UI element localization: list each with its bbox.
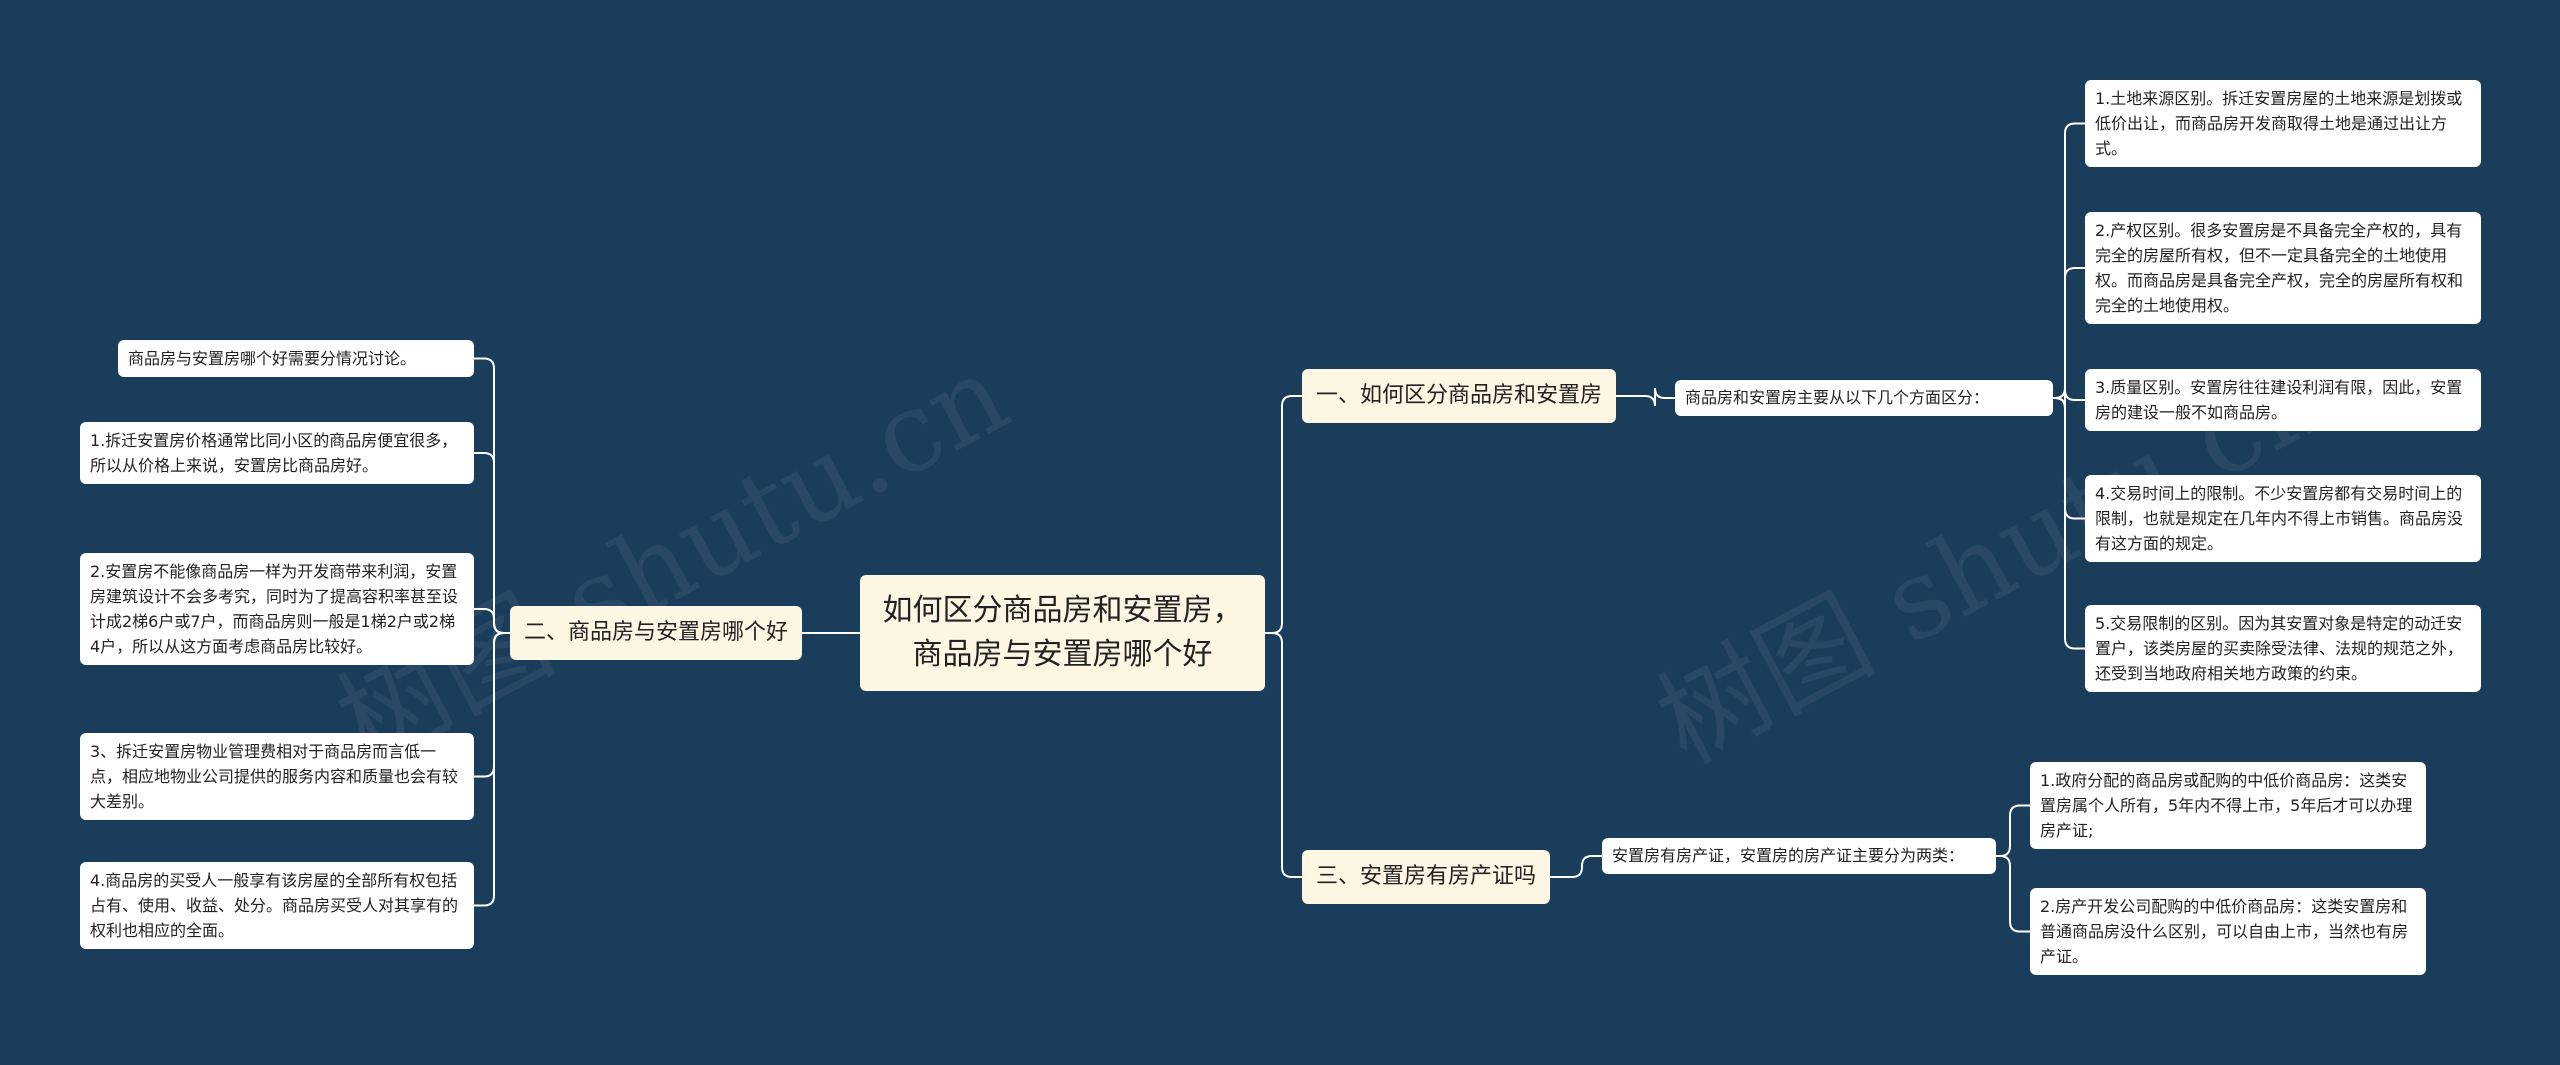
leaf-property-rights[interactable]: 2.产权区别。很多安置房是不具备完全产权的，具有完全的房屋所有权，但不一定具备完… bbox=[2085, 212, 2481, 324]
leaf-trading-time[interactable]: 4.交易时间上的限制。不少安置房都有交易时间上的限制，也就是规定在几年内不得上市… bbox=[2085, 475, 2481, 562]
connector-b2-leaves bbox=[474, 608, 510, 634]
leaf-depends[interactable]: 商品房与安置房哪个好需要分情况讨论。 bbox=[118, 340, 474, 377]
connector-central-right bbox=[1265, 395, 1302, 634]
branch-certificate-intro[interactable]: 安置房有房产证，安置房的房产证主要分为两类： bbox=[1602, 838, 1996, 874]
branch-which-better[interactable]: 二、商品房与安置房哪个好 bbox=[510, 606, 803, 660]
branch-certificate[interactable]: 三、安置房有房产证吗 bbox=[1302, 850, 1551, 904]
central-topic[interactable]: 如何区分商品房和安置房，商品房与安置房哪个好 bbox=[860, 575, 1265, 691]
leaf-ownership[interactable]: 4.商品房的买受人一般享有该房屋的全部所有权包括占有、使用、收益、处分。商品房买… bbox=[80, 862, 474, 949]
leaf-government-allocated[interactable]: 1.政府分配的商品房或配购的中低价商品房：这类安置房属个人所有，5年内不得上市，… bbox=[2030, 762, 2426, 849]
connector-central-right bbox=[1265, 632, 1302, 878]
connector-b3-leaves bbox=[1996, 804, 2030, 857]
connector-b1-leaves bbox=[2053, 267, 2085, 399]
leaf-land-source[interactable]: 1.土地来源区别。拆迁安置房屋的土地来源是划拨或低价出让，而商品房开发商取得土地… bbox=[2085, 80, 2481, 167]
leaf-quality[interactable]: 3.质量区别。安置房往往建设利润有限，因此，安置房的建设一般不如商品房。 bbox=[2085, 369, 2481, 431]
leaf-property-fee[interactable]: 3、拆迁安置房物业管理费相对于商品房而言低一点，相应地物业公司提供的服务内容和质… bbox=[80, 733, 474, 820]
connector-b2-leaves bbox=[474, 452, 510, 634]
branch-distinguish[interactable]: 一、如何区分商品房和安置房 bbox=[1302, 369, 1617, 423]
connector-b2-leaves bbox=[474, 632, 510, 778]
connector-b1-leaves bbox=[2053, 397, 2085, 650]
connector-b2-leaves bbox=[474, 357, 510, 634]
connector-b1-leaves bbox=[2053, 397, 2085, 520]
leaf-price[interactable]: 1.拆迁安置房价格通常比同小区的商品房便宜很多，所以从价格上来说，安置房比商品房… bbox=[80, 422, 474, 484]
leaf-design[interactable]: 2.安置房不能像商品房一样为开发商带来利润，安置房建筑设计不会多考究，同时为了提… bbox=[80, 553, 474, 665]
connector-b3-leaves bbox=[1996, 855, 2030, 933]
connector-b1-leaves bbox=[2053, 122, 2085, 399]
leaf-developer-allocated[interactable]: 2.房产开发公司配购的中低价商品房：这类安置房和普通商品房没什么区别，可以自由上… bbox=[2030, 888, 2426, 975]
connector-b2-leaves bbox=[474, 632, 510, 907]
leaf-trading-limit[interactable]: 5.交易限制的区别。因为其安置对象是特定的动迁安置户，该类房屋的买卖除受法律、法… bbox=[2085, 605, 2481, 692]
branch-distinguish-intro[interactable]: 商品房和安置房主要从以下几个方面区分： bbox=[1675, 380, 2053, 416]
connector-b1-intro bbox=[1616, 387, 1675, 407]
connector-b3-intro bbox=[1550, 855, 1602, 878]
